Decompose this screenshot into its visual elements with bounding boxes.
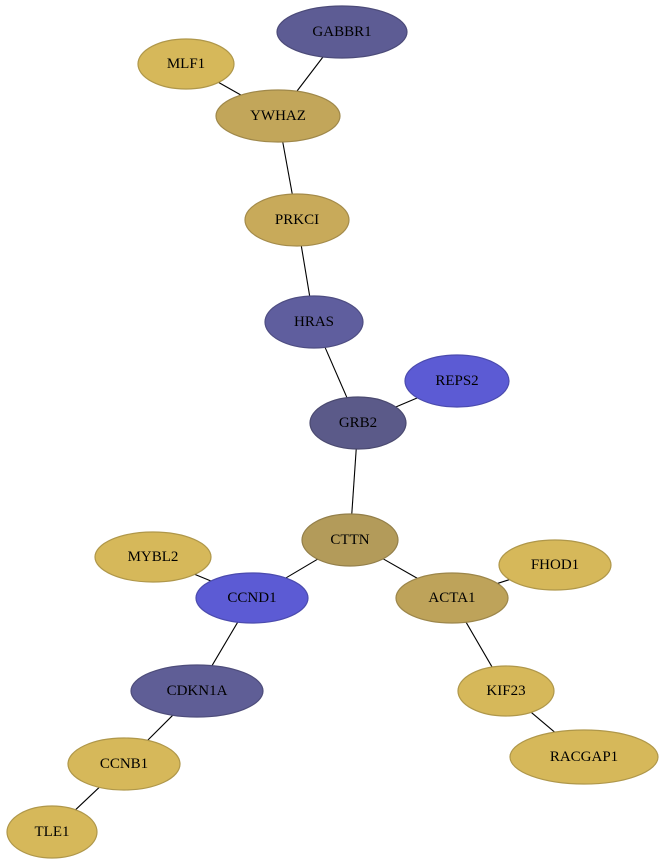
node-shape-fhod1 [498, 539, 612, 591]
node-shape-racgap1 [509, 729, 659, 785]
node-label-ccnb1: CCNB1 [100, 756, 148, 772]
node-racgap1[interactable]: RACGAP1 [509, 729, 659, 785]
edge-hras-grb2 [324, 347, 348, 398]
node-label-tle1: TLE1 [35, 824, 70, 840]
node-grb2[interactable]: GRB2 [309, 396, 407, 450]
edge-prkci-hras [300, 245, 311, 297]
node-shape-mybl2 [94, 531, 212, 583]
node-shape-cdkn1a [130, 664, 264, 718]
node-label-ywhaz: YWHAZ [250, 108, 306, 124]
node-shape-reps2 [404, 354, 510, 408]
node-label-mybl2: MYBL2 [128, 549, 179, 565]
node-shape-gabbr1 [276, 5, 408, 59]
edge-acta1-kif23 [465, 621, 493, 668]
edge-reps2-grb2 [395, 397, 418, 408]
node-ccnd1[interactable]: CCND1 [195, 572, 309, 624]
node-shape-kif23 [457, 665, 555, 717]
node-ywhaz[interactable]: YWHAZ [215, 89, 341, 143]
edge-gabbr1-ywhaz [296, 56, 324, 92]
node-label-reps2: REPS2 [435, 373, 478, 389]
node-shape-ywhaz [215, 89, 341, 143]
edges-layer [75, 56, 556, 811]
node-label-fhod1: FHOD1 [531, 557, 579, 573]
node-label-hras: HRAS [294, 314, 334, 330]
node-gabbr1[interactable]: GABBR1 [276, 5, 408, 59]
node-shape-mlf1 [137, 38, 235, 90]
node-label-cttn: CTTN [330, 532, 369, 548]
node-acta1[interactable]: ACTA1 [395, 572, 509, 624]
edge-fhod1-acta1 [497, 579, 510, 584]
node-shape-ccnd1 [195, 572, 309, 624]
node-label-kif23: KIF23 [486, 683, 525, 699]
node-label-gabbr1: GABBR1 [312, 24, 371, 40]
node-ccnb1[interactable]: CCNB1 [67, 737, 181, 791]
node-prkci[interactable]: PRKCI [244, 193, 350, 247]
node-shape-hras [264, 295, 364, 349]
node-label-prkci: PRKCI [275, 212, 319, 228]
edge-kif23-racgap1 [530, 711, 556, 733]
node-label-ccnd1: CCND1 [227, 590, 276, 606]
edge-mlf1-ywhaz [218, 81, 242, 96]
node-shape-prkci [244, 193, 350, 247]
edge-cttn-acta1 [382, 558, 418, 579]
node-reps2[interactable]: REPS2 [404, 354, 510, 408]
node-fhod1[interactable]: FHOD1 [498, 539, 612, 591]
node-cdkn1a[interactable]: CDKN1A [130, 664, 264, 718]
node-shape-cttn [301, 513, 399, 567]
edge-cttn-ccnd1 [285, 558, 318, 579]
node-shape-ccnb1 [67, 737, 181, 791]
edge-grb2-cttn [351, 448, 357, 515]
edge-ccnb1-tle1 [75, 786, 100, 811]
edge-cdkn1a-ccnb1 [147, 714, 174, 741]
edge-mybl2-ccnd1 [194, 573, 212, 582]
node-shape-grb2 [309, 396, 407, 450]
node-label-acta1: ACTA1 [428, 590, 475, 606]
node-mlf1[interactable]: MLF1 [137, 38, 235, 90]
node-hras[interactable]: HRAS [264, 295, 364, 349]
node-cttn[interactable]: CTTN [301, 513, 399, 567]
node-label-grb2: GRB2 [339, 415, 377, 431]
node-shape-tle1 [6, 805, 98, 859]
node-shape-acta1 [395, 572, 509, 624]
edge-ccnd1-cdkn1a [211, 621, 239, 666]
node-tle1[interactable]: TLE1 [6, 805, 98, 859]
node-label-mlf1: MLF1 [167, 56, 205, 72]
node-label-racgap1: RACGAP1 [550, 749, 618, 765]
node-label-cdkn1a: CDKN1A [167, 683, 228, 699]
node-kif23[interactable]: KIF23 [457, 665, 555, 717]
node-mybl2[interactable]: MYBL2 [94, 531, 212, 583]
edge-ywhaz-prkci [282, 141, 293, 195]
